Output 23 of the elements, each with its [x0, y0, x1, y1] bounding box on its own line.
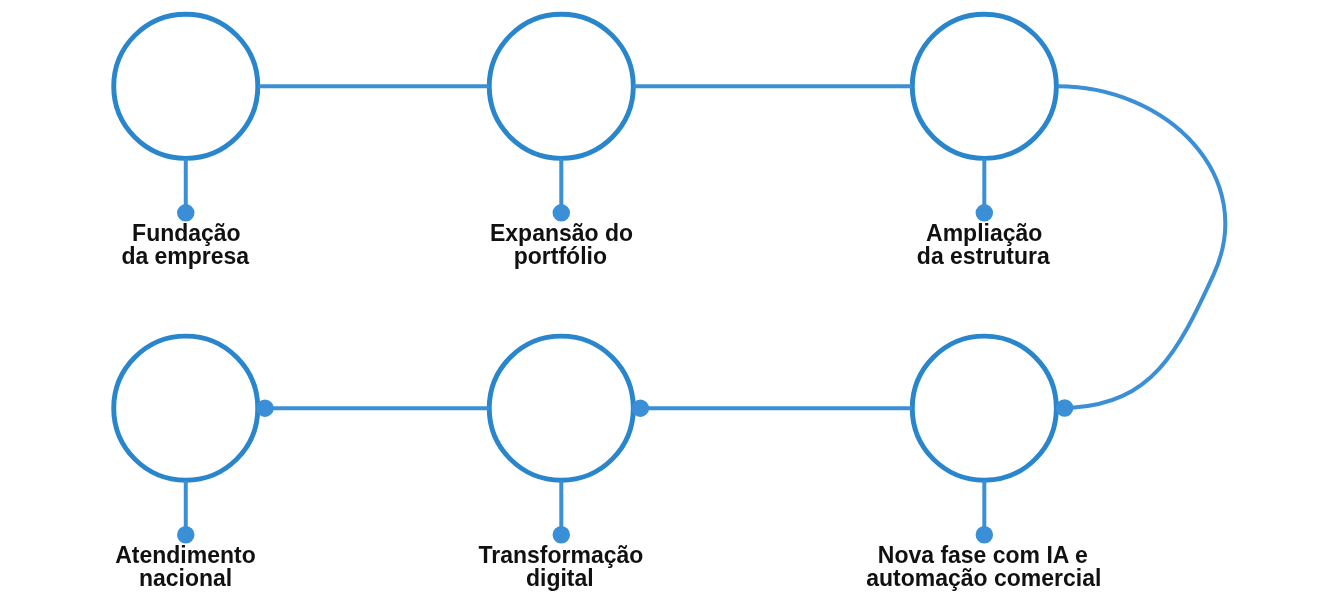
- node-circle: [909, 11, 1059, 161]
- connector: [255, 399, 489, 417]
- connector: [552, 480, 570, 544]
- node-circle: [110, 333, 260, 483]
- node-text: Expansão do portfólio: [489, 220, 633, 270]
- node-circle: [486, 11, 636, 161]
- node-text: Atendimento nacional: [114, 542, 256, 591]
- connector: [631, 399, 912, 417]
- node-text: Fundação da empresa: [120, 220, 249, 270]
- connector: [1055, 84, 1227, 417]
- node-text: Transformação digital: [478, 542, 643, 591]
- node-circle: [909, 333, 1059, 483]
- connector: [176, 158, 194, 222]
- node-circle: [486, 333, 636, 483]
- node-text: Ampliação da estrutura: [916, 220, 1050, 270]
- connector: [552, 158, 570, 222]
- connector: [176, 480, 194, 544]
- connector: [633, 84, 912, 89]
- node-circle: [110, 11, 260, 161]
- connector: [975, 158, 993, 222]
- connector: [257, 84, 489, 89]
- node-text: Nova fase com IA e automação comercial: [865, 542, 1101, 591]
- connector: [975, 480, 993, 544]
